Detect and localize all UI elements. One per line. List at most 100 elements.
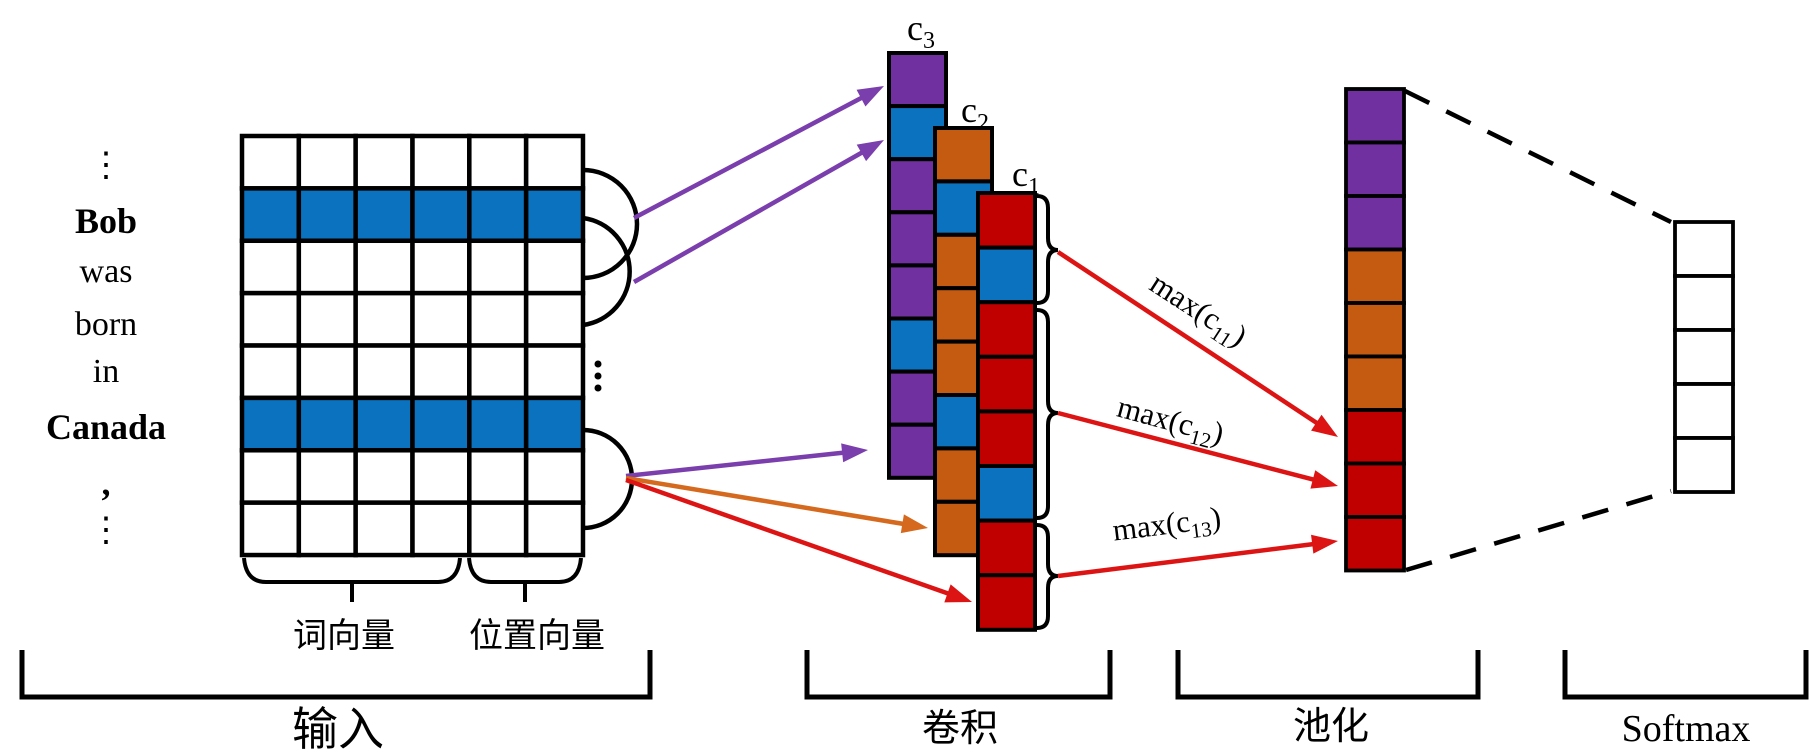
conv-window-arc — [582, 167, 640, 281]
matrix-cell — [239, 238, 302, 296]
input-word: ⋮ — [89, 147, 123, 184]
feature-map-cell — [976, 573, 1037, 632]
feature-map-cell — [976, 300, 1037, 359]
conv-arrow-orange-head — [900, 514, 928, 534]
matrix-cell — [410, 500, 472, 558]
feature-map-cell — [976, 464, 1037, 523]
pooling-cell — [1344, 408, 1406, 466]
softmax-cell — [1673, 274, 1735, 332]
conv-arrow-purple — [632, 148, 866, 284]
max-arrow — [1057, 410, 1318, 483]
position-vector-label: 位置向量 — [469, 617, 605, 655]
softmax-cell — [1673, 382, 1735, 440]
matrix-cell — [467, 343, 529, 401]
matrix-cell-highlighted — [296, 186, 358, 244]
matrix-cell-highlighted — [410, 395, 472, 453]
pooling-cell — [1344, 194, 1406, 252]
matrix-cell-highlighted — [296, 395, 358, 453]
matrix-cell-highlighted — [239, 395, 302, 453]
pooling-cell — [1344, 301, 1406, 359]
matrix-cell — [410, 448, 472, 505]
feature-map-label-c2: c2 — [961, 90, 989, 136]
ellipsis-dot — [594, 372, 602, 380]
softmax-cell — [1673, 220, 1735, 278]
max-arrow-head — [1311, 534, 1338, 554]
max-label: max(c12) — [1112, 389, 1227, 456]
conv-arrow-purple-head — [841, 443, 868, 463]
matrix-cell — [467, 290, 529, 348]
feature-map-cell — [976, 409, 1037, 468]
matrix-cell — [353, 238, 415, 296]
input-matrix — [239, 133, 586, 558]
matrix-cell — [239, 448, 302, 505]
matrix-cell — [239, 500, 302, 558]
input-word: Bob — [74, 201, 138, 241]
max-label: max(c13) — [1111, 500, 1224, 553]
matrix-cell — [239, 343, 302, 401]
pooling-cell — [1344, 247, 1406, 305]
stage-label-pooling: 池化 — [1292, 706, 1370, 748]
feature-map-cell — [976, 354, 1037, 414]
matrix-cell — [523, 238, 586, 296]
pooling-column — [1344, 87, 1406, 573]
c1-segment-brace — [1036, 194, 1059, 305]
matrix-cell-highlighted — [353, 186, 415, 244]
conv-arrow-orange — [625, 475, 907, 527]
softmax-cell — [1673, 328, 1735, 386]
matrix-cell — [467, 448, 529, 505]
c1-segment-brace — [1036, 523, 1059, 630]
max-arrow — [1056, 250, 1321, 427]
conv-arrow-red — [625, 477, 953, 597]
input-word: was — [79, 253, 133, 290]
softmax-cell — [1673, 436, 1735, 494]
matrix-cell — [467, 238, 529, 296]
input-word: in — [92, 353, 120, 390]
matrix-cell — [353, 448, 415, 505]
pooling-cell — [1344, 87, 1406, 145]
matrix-cell — [353, 343, 415, 401]
matrix-cell-highlighted — [410, 186, 472, 244]
matrix-cell — [296, 290, 358, 348]
input-word: , — [101, 463, 111, 503]
dashed-line-top — [1404, 88, 1672, 225]
matrix-cell — [353, 290, 415, 348]
ellipsis-dot — [594, 360, 602, 368]
conv-arrow-purple-head — [856, 140, 884, 162]
conv-window-arc — [582, 427, 635, 531]
matrix-cell-highlighted — [523, 186, 586, 244]
matrix-cell — [353, 133, 415, 191]
matrix-cell — [296, 448, 358, 505]
conv-window-arc — [582, 215, 632, 328]
feature-map-label-c3: c3 — [907, 8, 935, 54]
matrix-cell — [523, 343, 586, 401]
feature-map-label-c1: c1 — [1012, 154, 1040, 200]
conv-arrow-purple — [625, 450, 847, 479]
matrix-cell — [410, 290, 472, 348]
matrix-cell-highlighted — [467, 186, 529, 244]
conv-arrow-purple — [632, 94, 866, 220]
feature-map-c1: c1 — [976, 154, 1040, 632]
max-arrow-head — [1311, 414, 1338, 437]
ellipsis-dot — [594, 384, 602, 392]
matrix-cell — [296, 343, 358, 401]
softmax-column — [1673, 220, 1735, 494]
matrix-cell-highlighted — [239, 186, 302, 244]
matrix-cell-highlighted — [353, 395, 415, 453]
matrix-cell — [239, 133, 302, 191]
word-vector-brace — [242, 557, 462, 584]
bracket-convolution — [804, 650, 1113, 700]
matrix-cell — [296, 238, 358, 296]
matrix-cell-highlighted — [523, 395, 586, 453]
input-word: ⋮ — [89, 512, 123, 549]
matrix-cell — [296, 133, 358, 191]
bracket-input — [19, 650, 653, 700]
matrix-cell — [523, 290, 586, 348]
matrix-cell — [239, 290, 302, 348]
bracket-softmax — [1562, 650, 1809, 700]
pooling-cell — [1344, 515, 1406, 573]
matrix-cell — [353, 500, 415, 558]
c1-segment-brace — [1036, 308, 1059, 520]
input-word: Canada — [45, 407, 167, 447]
